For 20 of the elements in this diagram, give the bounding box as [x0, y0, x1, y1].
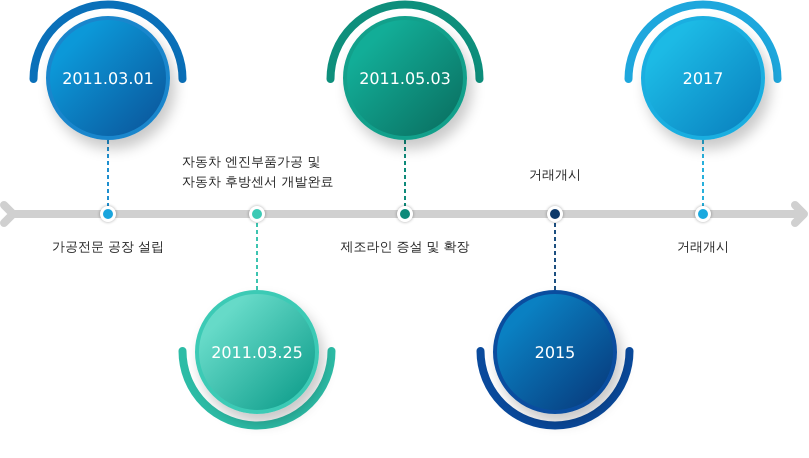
- timeline-dot: [100, 206, 116, 222]
- date-circle: 2017: [641, 16, 765, 140]
- event-caption: 거래개시: [676, 239, 730, 257]
- connector-line: [404, 140, 406, 206]
- connector-line: [702, 140, 704, 206]
- timeline-dot: [249, 206, 265, 222]
- event-caption: 가공전문 공장 설립: [50, 239, 166, 257]
- connector-line: [256, 222, 258, 290]
- timeline-dot: [695, 206, 711, 222]
- date-circle: 2011.03.25: [195, 290, 319, 414]
- date-circle: 2015: [493, 290, 617, 414]
- connector-line: [107, 140, 109, 206]
- event-caption: 제조라인 증설 및 확장: [339, 239, 471, 257]
- event-caption: 거래개시: [528, 167, 582, 185]
- timeline-dot: [397, 206, 413, 222]
- date-circle: 2011.03.01: [46, 16, 170, 140]
- date-circle: 2011.05.03: [343, 16, 467, 140]
- connector-line: [554, 222, 556, 290]
- timeline-dot: [547, 206, 563, 222]
- event-caption: 자동차 엔진부품가공 및 자동차 후방센서 개발완료: [182, 154, 334, 192]
